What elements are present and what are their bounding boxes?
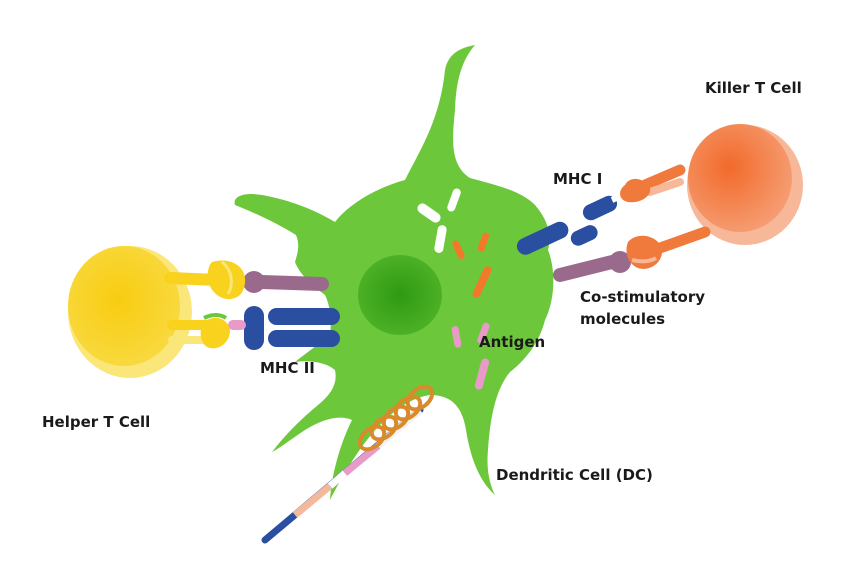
killer-t-cell [620, 124, 803, 269]
mhc-ii-molecule [228, 306, 340, 350]
helper-t-cell [68, 246, 246, 378]
antigen-fragments [417, 188, 492, 390]
label-killer-t-cell: Killer T Cell [705, 79, 802, 97]
co-stimulatory-right [553, 251, 631, 282]
dendritic-cell [234, 45, 554, 500]
coil-receptor [261, 384, 435, 544]
label-dendritic-cell: Dendritic Cell (DC) [496, 466, 653, 484]
label-antigen: Antigen [479, 333, 545, 351]
label-co-stimulatory-line1: Co-stimulatory [580, 288, 705, 306]
co-stimulatory-left [243, 271, 329, 293]
nucleus [358, 255, 442, 335]
label-helper-t-cell: Helper T Cell [42, 413, 150, 431]
label-mhc-i: MHC I [553, 170, 602, 188]
label-mhc-ii: MHC II [260, 359, 315, 377]
label-co-stimulatory-line2: molecules [580, 310, 665, 328]
